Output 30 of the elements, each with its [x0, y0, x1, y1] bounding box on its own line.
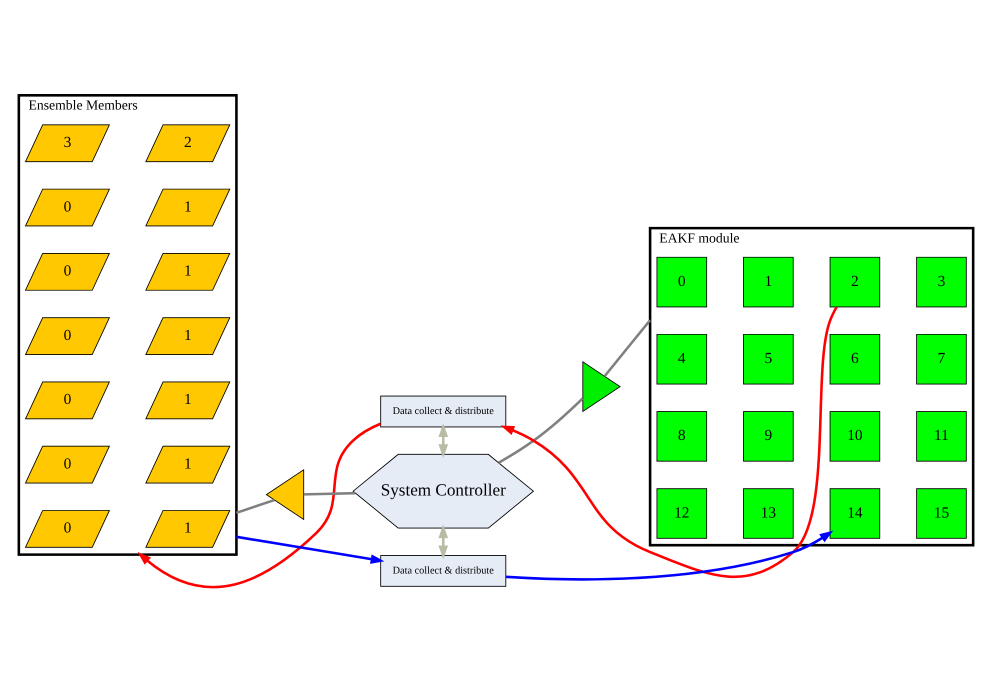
node-box: 9 — [743, 410, 794, 462]
node-box: 13 — [743, 488, 794, 538]
node-box: 3 — [916, 256, 967, 307]
node-box: 12 — [656, 488, 708, 538]
node-box: 6 — [830, 333, 880, 384]
arrow — [506, 530, 834, 580]
node-box: 5 — [743, 333, 794, 384]
node-box: 15 — [916, 488, 967, 538]
node-triangle — [266, 468, 304, 520]
connector — [304, 491, 356, 496]
node-box: 0 — [656, 256, 708, 307]
node-box: 7 — [916, 333, 967, 384]
arrow — [138, 422, 381, 588]
arrow — [438, 422, 448, 458]
arrow — [500, 306, 838, 578]
arrow — [438, 524, 448, 559]
node-box: 10 — [830, 410, 880, 462]
node-box: 2 — [830, 256, 880, 307]
connector — [604, 318, 652, 377]
node-triangle — [582, 360, 621, 412]
connector — [236, 498, 275, 514]
arrow — [236, 535, 384, 564]
node-box: 1 — [743, 256, 794, 307]
node-box: 8 — [656, 410, 708, 462]
connector — [498, 397, 584, 464]
node-box: 14 — [830, 488, 880, 538]
node-box: 11 — [916, 410, 967, 462]
node-box: Data collect & distribute — [380, 554, 506, 586]
node-box: Data collect & distribute — [380, 395, 506, 427]
node-box: 4 — [656, 333, 708, 384]
